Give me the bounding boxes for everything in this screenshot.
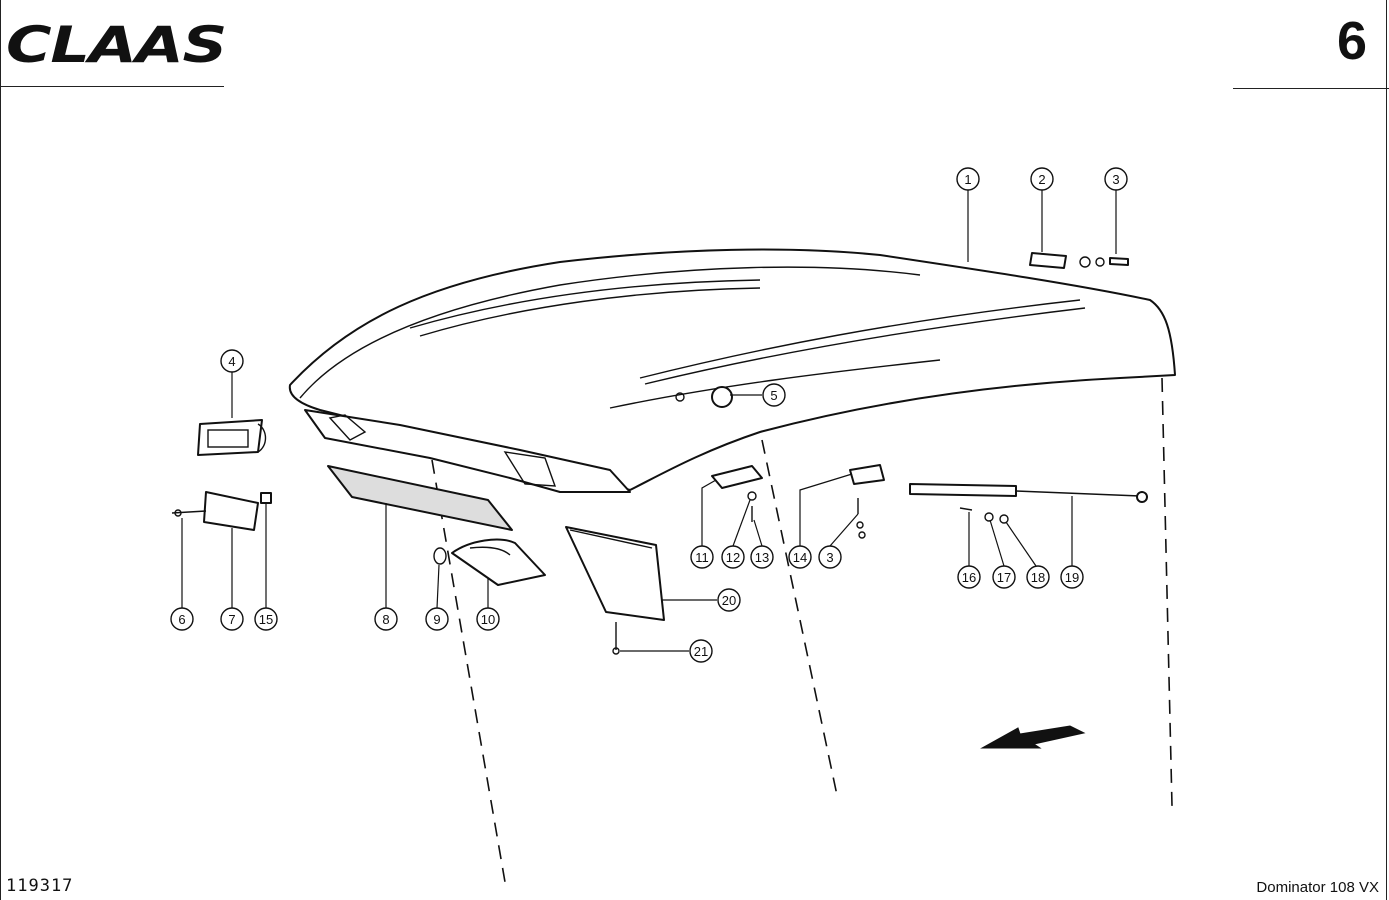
callout-15: 15 bbox=[254, 607, 278, 631]
callout-2: 2 bbox=[1030, 167, 1054, 191]
svg-text:16: 16 bbox=[962, 570, 976, 585]
svg-text:17: 17 bbox=[997, 570, 1011, 585]
svg-text:2: 2 bbox=[1038, 172, 1045, 187]
svg-text:11: 11 bbox=[695, 550, 709, 565]
callout-21: 21 bbox=[689, 639, 713, 663]
left-border bbox=[0, 0, 1, 900]
svg-text:15: 15 bbox=[259, 612, 273, 627]
direction-arrow-left-icon bbox=[980, 725, 1086, 749]
svg-text:6: 6 bbox=[178, 612, 185, 627]
reflector-strip-part-8 bbox=[327, 465, 513, 531]
model-name: Dominator 108 VX bbox=[1256, 879, 1379, 896]
svg-text:5: 5 bbox=[770, 388, 777, 403]
callout-1: 1 bbox=[956, 167, 980, 191]
callout-3: 3 bbox=[1104, 167, 1128, 191]
support-part-20 bbox=[565, 526, 665, 655]
svg-text:3: 3 bbox=[826, 550, 833, 565]
svg-text:20: 20 bbox=[722, 593, 736, 608]
seal-part-9 bbox=[433, 547, 447, 565]
svg-text:14: 14 bbox=[793, 550, 807, 565]
svg-text:13: 13 bbox=[755, 550, 769, 565]
callout-10: 10 bbox=[476, 607, 500, 631]
callout-19: 19 bbox=[1060, 565, 1084, 589]
page-number: 6 bbox=[1336, 11, 1367, 71]
right-border bbox=[1386, 0, 1387, 900]
svg-text:19: 19 bbox=[1065, 570, 1079, 585]
callout-7: 7 bbox=[220, 607, 244, 631]
svg-text:4: 4 bbox=[228, 354, 235, 369]
svg-text:CLAAS: CLAAS bbox=[6, 22, 226, 66]
callout-5: 5 bbox=[762, 383, 786, 407]
hinge-part-11 bbox=[711, 465, 763, 522]
callout-16: 16 bbox=[957, 565, 981, 589]
svg-text:1: 1 bbox=[964, 172, 971, 187]
svg-text:12: 12 bbox=[726, 550, 740, 565]
header-rule-left bbox=[0, 86, 224, 87]
brand-logo: CLAAS bbox=[6, 22, 227, 66]
callout-6: 6 bbox=[170, 607, 194, 631]
callout-4: 4 bbox=[220, 349, 244, 373]
svg-text:9: 9 bbox=[433, 612, 440, 627]
callout-12: 12 bbox=[721, 545, 745, 569]
callout-3-second: 3 bbox=[818, 545, 842, 569]
guide-line bbox=[1161, 377, 1173, 807]
callout-14: 14 bbox=[788, 545, 812, 569]
callout-9: 9 bbox=[425, 607, 449, 631]
guide-line bbox=[761, 439, 839, 801]
plate-part-7 bbox=[171, 491, 272, 531]
header-rule-right bbox=[1233, 88, 1389, 89]
hinge-part-14 bbox=[849, 464, 885, 539]
callout-20: 20 bbox=[717, 588, 741, 612]
grain-tank-cover bbox=[288, 248, 1176, 493]
svg-text:3: 3 bbox=[1112, 172, 1119, 187]
callout-13: 13 bbox=[750, 545, 774, 569]
hinge-bracket-part-2 bbox=[1029, 252, 1129, 269]
drawing-number: 119317 bbox=[6, 876, 74, 896]
plug-part-5 bbox=[675, 386, 733, 408]
gas-strut-part-19 bbox=[909, 483, 1148, 524]
callout-18: 18 bbox=[1026, 565, 1050, 589]
lamp-part-4 bbox=[197, 419, 267, 456]
callout-8: 8 bbox=[374, 607, 398, 631]
svg-text:7: 7 bbox=[228, 612, 235, 627]
svg-text:10: 10 bbox=[481, 612, 495, 627]
lamp-housing-part-10 bbox=[451, 538, 546, 586]
svg-text:8: 8 bbox=[382, 612, 389, 627]
callout-11: 11 bbox=[690, 545, 714, 569]
callout-17: 17 bbox=[992, 565, 1016, 589]
svg-text:21: 21 bbox=[694, 644, 708, 659]
guide-line bbox=[431, 459, 506, 883]
svg-text:18: 18 bbox=[1031, 570, 1045, 585]
